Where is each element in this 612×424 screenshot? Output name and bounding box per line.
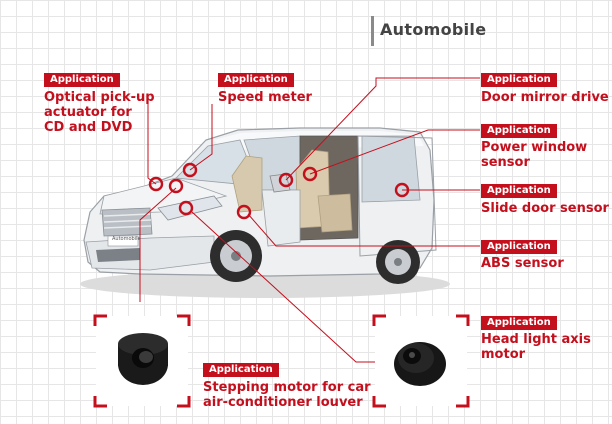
tag-speed: Application (218, 73, 294, 87)
section-title: Automobile (380, 20, 487, 39)
tag-abs: Application (481, 240, 557, 254)
label-headlight-motor: Head light axis motor (481, 332, 591, 362)
label-stepping-motor: Stepping motor for car air-conditioner l… (203, 380, 371, 410)
tag-mirror: Application (481, 73, 557, 87)
label-door-mirror: Door mirror drive (481, 90, 609, 105)
title-accent-bar (371, 16, 374, 46)
tag-headlight: Application (481, 316, 557, 330)
stepping-motor-image (118, 333, 168, 385)
tag-optical: Application (44, 73, 120, 87)
label-power-window: Power window sensor (481, 140, 588, 170)
label-slide-door: Slide door sensor (481, 201, 609, 216)
tag-slide: Application (481, 184, 557, 198)
tag-stepping: Application (203, 363, 279, 377)
car-badge: Automobile (112, 236, 141, 242)
label-abs-sensor: ABS sensor (481, 256, 564, 271)
label-speed-meter: Speed meter (218, 90, 312, 105)
tag-window: Application (481, 124, 557, 138)
label-optical-pickup: Optical pick-up actuator for CD and DVD (44, 90, 155, 135)
headlight-motor-image (394, 342, 446, 386)
